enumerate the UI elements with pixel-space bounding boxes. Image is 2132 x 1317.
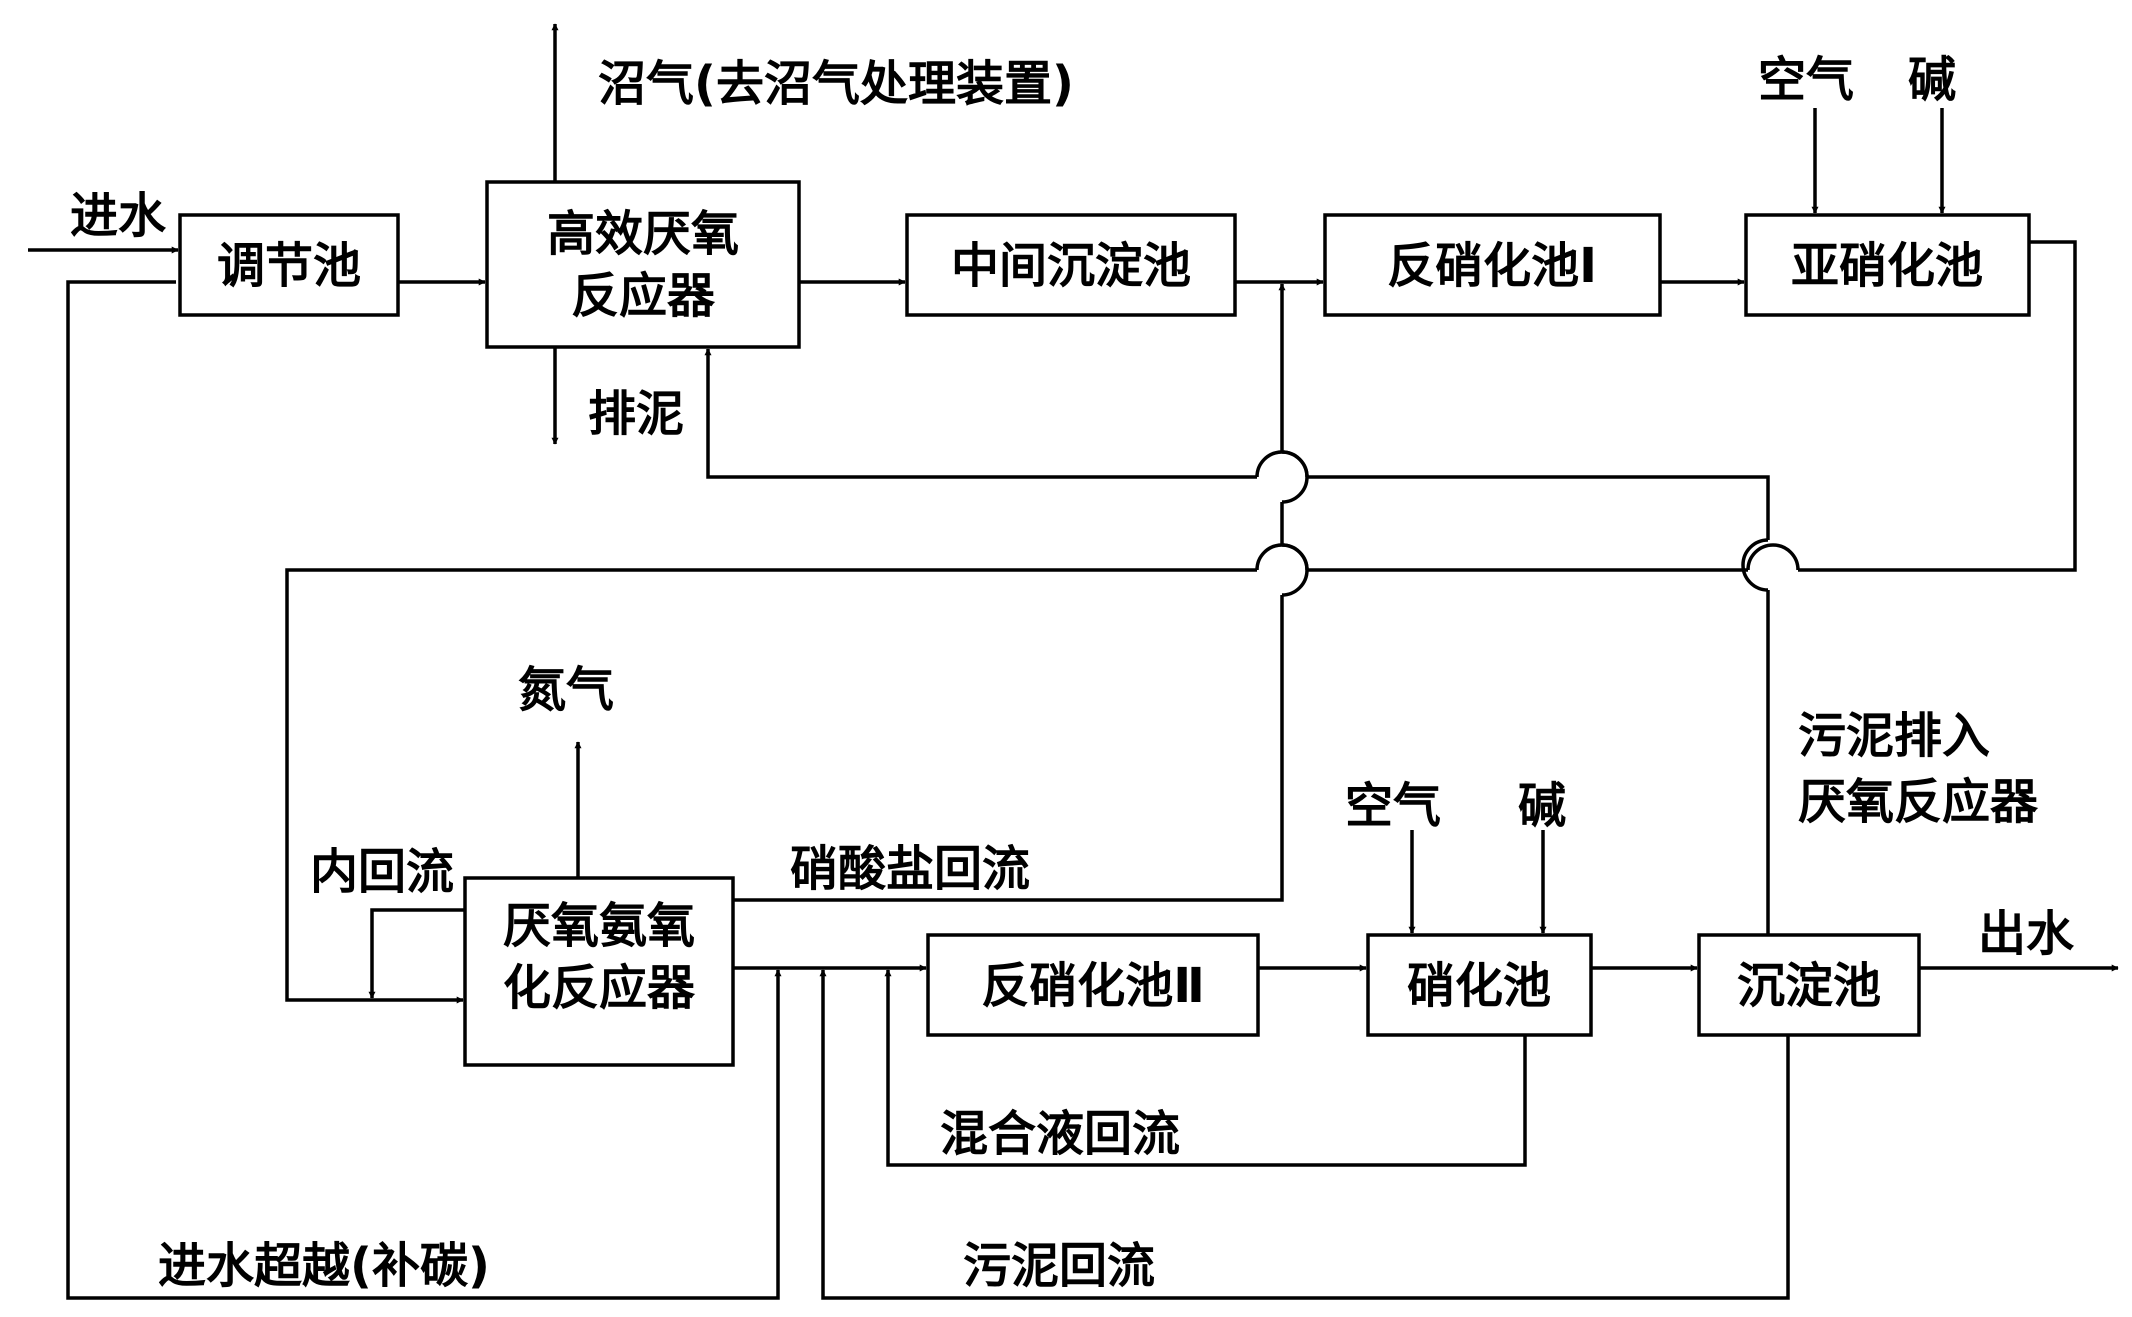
node-fanxiao1-label: 反硝化池Ⅰ bbox=[1387, 238, 1597, 294]
crossover-hop-1 bbox=[1746, 543, 1800, 571]
nitrate-reflux-label: 硝酸盐回流 bbox=[790, 841, 1030, 897]
mixed-liquor-reflux-label: 混合液回流 bbox=[940, 1106, 1180, 1162]
crossover-hop-2 bbox=[1255, 543, 1309, 571]
sludge-discharge-label: 排泥 bbox=[588, 386, 684, 442]
sludge-to-anaerobic-line-top bbox=[1307, 475, 1770, 540]
flow-yaxiao-anammox-end bbox=[285, 568, 1257, 1004]
flow-yaxiao-anammox bbox=[1798, 240, 2077, 572]
node-zhongjian-label: 中间沉淀池 bbox=[951, 238, 1191, 294]
air-top-label: 空气 bbox=[1758, 52, 1854, 108]
node-gaoxiao-label-1: 高效厌氧 bbox=[547, 206, 739, 262]
node-anammox-label-2: 化反应器 bbox=[503, 960, 696, 1016]
internal-reflux-loop bbox=[368, 908, 465, 999]
node-zhongjian: 中间沉淀池 bbox=[905, 213, 1237, 317]
air-bottom-label: 空气 bbox=[1345, 778, 1441, 834]
crossover-hop-6 bbox=[1281, 450, 1309, 504]
node-xiaohua-label: 硝化池 bbox=[1407, 958, 1551, 1014]
node-gaoxiao-label-2: 反应器 bbox=[571, 268, 716, 324]
node-fanxiao2-label: 反硝化池Ⅱ bbox=[981, 958, 1205, 1014]
nitrogen-label: 氮气 bbox=[518, 662, 614, 718]
node-anammox: 厌氧氨氧 化反应器 bbox=[463, 876, 735, 1067]
bypass-label: 进水超越(补碳) bbox=[158, 1238, 490, 1294]
alkali-top-label: 碱 bbox=[1908, 52, 1956, 108]
node-xiaohua: 硝化池 bbox=[1366, 933, 1593, 1037]
node-anammox-label-1: 厌氧氨氧 bbox=[503, 898, 695, 954]
internal-reflux-label: 内回流 bbox=[310, 844, 454, 900]
effluent-label: 出水 bbox=[1978, 906, 2075, 962]
node-fanxiao1: 反硝化池Ⅰ bbox=[1323, 213, 1662, 317]
node-yaxiao-label: 亚硝化池 bbox=[1791, 238, 1983, 294]
crossover-hop-5 bbox=[1281, 543, 1309, 597]
sludge-reflux-line bbox=[819, 969, 1790, 1300]
node-tiaojie: 调节池 bbox=[178, 213, 400, 317]
node-fanxiao2: 反硝化池Ⅱ bbox=[926, 933, 1260, 1037]
influent-label: 进水 bbox=[70, 188, 167, 244]
alkali-bottom-label: 碱 bbox=[1518, 778, 1566, 834]
sludge-to-anaerobic-label-1: 污泥排入 bbox=[1798, 708, 1990, 764]
biogas-label: 沼气(去沼气处理装置) bbox=[598, 56, 1074, 112]
mixed-liquor-reflux-line bbox=[884, 969, 1527, 1167]
bypass-line bbox=[66, 280, 782, 1300]
node-tiaojie-label: 调节池 bbox=[217, 238, 361, 294]
node-yaxiao: 亚硝化池 bbox=[1744, 213, 2031, 317]
crossover-hop-3 bbox=[1741, 538, 1769, 592]
sludge-reflux-label: 污泥回流 bbox=[963, 1238, 1155, 1294]
crossover-hop-4 bbox=[1255, 450, 1309, 478]
sludge-to-anaerobic-label-2: 厌氧反应器 bbox=[1798, 774, 2039, 830]
node-chendian-label: 沉淀池 bbox=[1737, 958, 1881, 1014]
node-gaoxiao: 高效厌氧 反应器 bbox=[485, 180, 801, 349]
sludge-to-anaerobic-line-end bbox=[704, 348, 1257, 479]
node-chendian: 沉淀池 bbox=[1697, 933, 1921, 1037]
nitrate-reflux-line bbox=[733, 595, 1284, 902]
